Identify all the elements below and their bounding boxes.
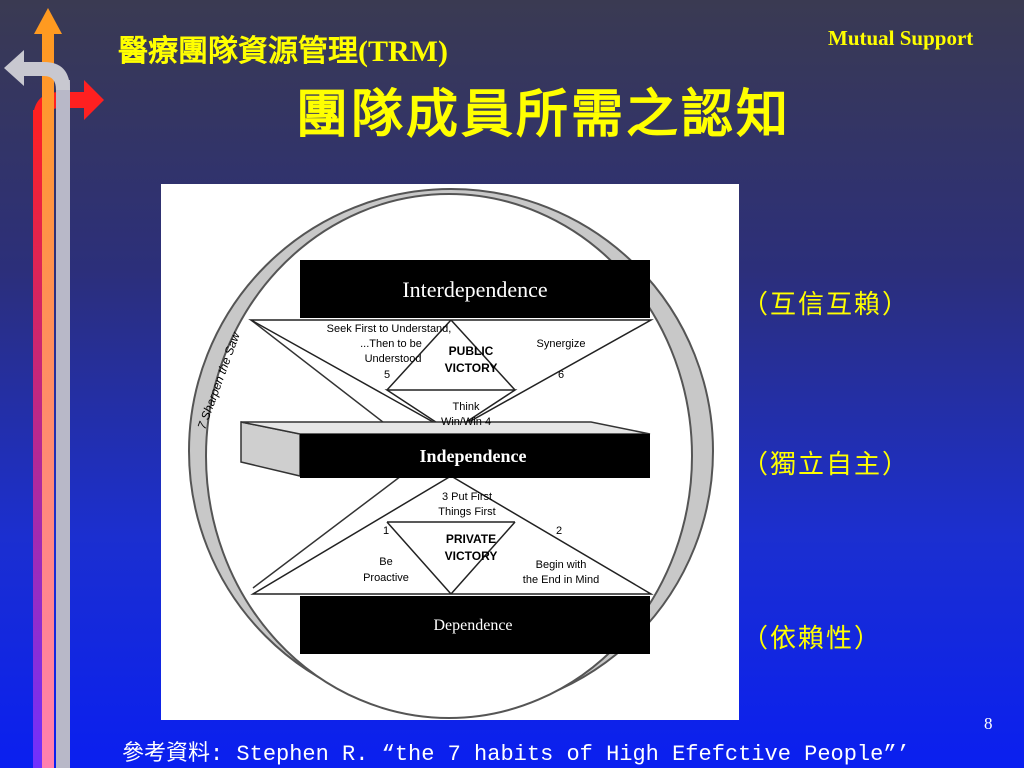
habit3-line2: Things First — [438, 506, 495, 518]
reference-prefix: 參考資料 — [122, 740, 211, 765]
side-label-interdependence: （互信互賴） — [742, 290, 911, 319]
slide-title: 醫療團隊資源管理(TRM) — [118, 35, 448, 68]
public-victory-line1: PUBLIC — [449, 344, 494, 358]
gray-bar — [56, 80, 70, 768]
habit2-line1: Begin with — [536, 559, 587, 571]
slide-subtitle: 團隊成員所需之認知 — [296, 87, 792, 144]
public-victory-line2: VICTORY — [445, 361, 498, 375]
habit1-line1: Be — [379, 556, 392, 568]
private-victory-line1: PRIVATE — [446, 532, 496, 546]
arrow-up-icon — [34, 8, 62, 34]
habit5-line2: ...Then to be — [360, 338, 422, 350]
orange-bar — [42, 30, 54, 768]
independence-label: Independence — [419, 446, 526, 466]
habit6-number: 6 — [558, 369, 564, 381]
habit5-number: 5 — [384, 369, 390, 381]
page-number: 8 — [984, 714, 993, 733]
habit1-number: 1 — [383, 525, 389, 537]
habit4-line2: Win/Win 4 — [441, 416, 491, 428]
dependence-box — [300, 596, 650, 654]
habit6-label: Synergize — [537, 338, 586, 350]
habit5-line1: Seek First to Understand, — [327, 323, 452, 335]
habit1-line2: Proactive — [363, 572, 409, 584]
side-label-independence: （獨立自主） — [742, 450, 911, 479]
decorative-arrows — [4, 8, 104, 768]
habit2-line2: the End in Mind — [523, 574, 599, 586]
habit2-number: 2 — [556, 525, 562, 537]
dependence-label: Dependence — [433, 617, 512, 634]
private-victory-line2: VICTORY — [445, 549, 498, 563]
interdependence-box — [300, 260, 650, 318]
habit4-line1: Think — [453, 401, 480, 413]
arrow-left-icon — [4, 50, 70, 90]
independence-box — [300, 434, 650, 478]
interdependence-label: Interdependence — [402, 277, 547, 302]
habit3-line1: 3 Put First — [442, 491, 492, 503]
reference-line: 參考資料: Stephen R. “the 7 habits of High E… — [122, 735, 910, 767]
reference-text: : Stephen R. “the 7 habits of High Efefc… — [210, 742, 910, 767]
habit5-line3: Understood — [365, 353, 422, 365]
top-right-label: Mutual Support — [828, 26, 974, 50]
seven-habits-diagram: 7 Sharpen the Saw Interdependence Indepe… — [161, 184, 739, 720]
side-label-dependence: （依賴性） — [742, 624, 883, 653]
